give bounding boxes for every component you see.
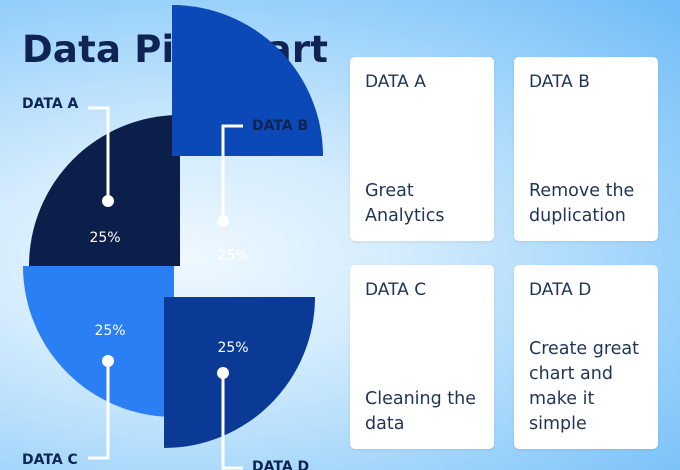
card-title: DATA C (365, 280, 427, 300)
slice-percent-label: 25% (89, 230, 120, 246)
leader-dot (102, 195, 114, 207)
leader-dot (217, 367, 229, 379)
leader-dot (102, 355, 114, 367)
slice-percent-label: 25% (94, 323, 125, 339)
slice-name-label: DATA C (22, 452, 78, 468)
card-title: DATA B (529, 72, 590, 92)
leader-line (88, 106, 110, 201)
card-data-b: DATA B Remove the duplication (514, 57, 658, 241)
card-desc-line: data (365, 414, 405, 434)
card-desc-line: simple (529, 414, 587, 434)
slice-name-label: DATA D (252, 459, 309, 470)
card-title: DATA D (529, 280, 592, 300)
card-data-d: DATA D Create great chart and make it si… (514, 265, 658, 449)
pie-slice-data-d (164, 297, 315, 448)
card-desc-line: Cleaning the (365, 389, 477, 409)
pie-slice-data-a (29, 115, 180, 266)
card-desc-line: Remove the (529, 181, 635, 201)
slice-name-label: DATA A (22, 96, 79, 112)
card-desc-line: chart and (529, 364, 613, 384)
slice-percent-label: 25% (217, 248, 248, 264)
pie-slice-data-b (172, 5, 323, 156)
leader-dot (217, 215, 229, 227)
card-desc-line: Analytics (365, 206, 445, 226)
card-description: Remove the duplication (529, 179, 648, 229)
leader-line (221, 373, 243, 470)
slice-name-label: DATA B (252, 118, 308, 134)
leader-line (88, 361, 110, 460)
card-data-c: DATA C Cleaning the data (350, 265, 494, 449)
card-description: Create great chart and make it simple (529, 337, 648, 437)
card-desc-line: Great (365, 181, 414, 201)
leader-line (221, 124, 243, 221)
slice-percent-label: 25% (217, 340, 248, 356)
card-description: Great Analytics (365, 179, 484, 229)
card-title: DATA A (365, 72, 426, 92)
card-desc-line: Create great (529, 339, 639, 359)
card-data-a: DATA A Great Analytics (350, 57, 494, 241)
pie-slice-data-c (23, 266, 174, 417)
card-description: Cleaning the data (365, 387, 484, 437)
card-desc-line: make it (529, 389, 595, 409)
card-desc-line: duplication (529, 206, 626, 226)
